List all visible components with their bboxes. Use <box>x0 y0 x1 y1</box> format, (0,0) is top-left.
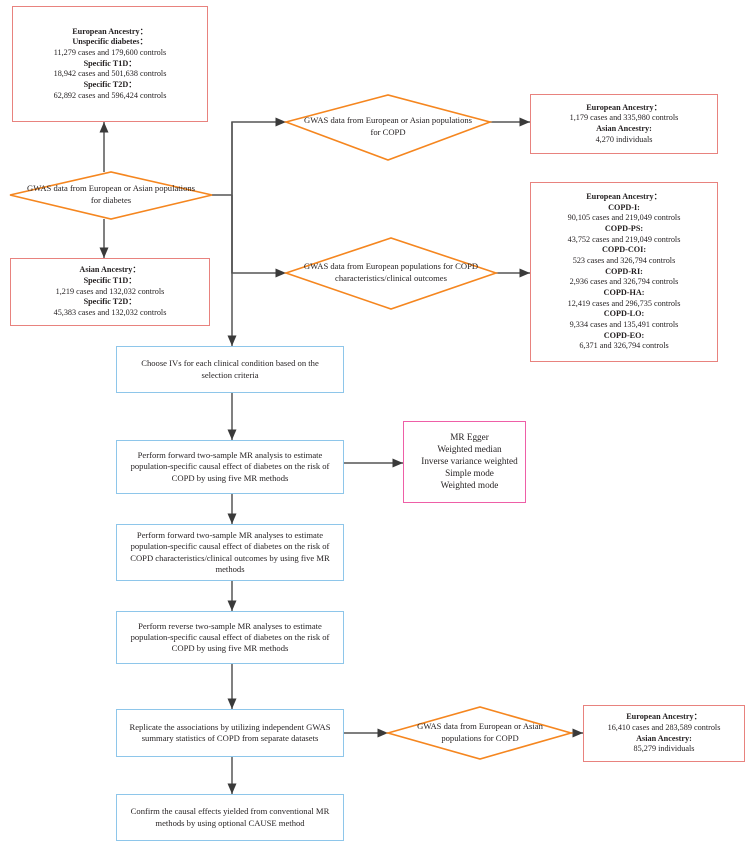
replication-counts-lines: European Ancestry：16,410 cases and 283,5… <box>584 712 744 755</box>
data-line: European Ancestry： <box>586 192 662 202</box>
data-line: 85,279 individuals <box>633 744 695 754</box>
data-line: European Ancestry： <box>586 102 662 112</box>
data-line: 16,410 cases and 283,589 controls <box>607 722 721 732</box>
choose-ivs-box: Choose IVs for each clinical condition b… <box>116 346 344 393</box>
reverse-mr-text: Perform reverse two-sample MR analyses t… <box>130 620 330 654</box>
data-line: European Ancestry： <box>72 26 148 36</box>
list-item: Weighted median <box>437 444 502 455</box>
diamond-characteristics-text: GWAS data from European populations for … <box>303 261 479 283</box>
copd-characteristics-counts-lines: European Ancestry：COPD-I:90,105 cases an… <box>531 192 717 352</box>
data-line: Asian Ancestry： <box>79 265 141 275</box>
copd-counts-box: European Ancestry：1,179 cases and 335,98… <box>530 94 718 154</box>
asian-diabetes-box: Asian Ancestry：Specific T1D：1,219 cases … <box>10 258 210 326</box>
diamond-characteristics-label: GWAS data from European populations for … <box>297 256 485 290</box>
data-line: 12,419 cases and 296,735 controls <box>567 298 681 308</box>
diamond-diabetes-label: GWAS data from European or Asian populat… <box>26 178 196 212</box>
data-line: 1,219 cases and 132,032 controls <box>55 286 165 296</box>
data-line: 4,270 individuals <box>595 134 653 144</box>
data-line: COPD-I: <box>608 202 640 212</box>
data-line: Specific T1D： <box>83 276 137 286</box>
data-line: European Ancestry： <box>626 712 702 722</box>
asian-diabetes-lines: Asian Ancestry：Specific T1D：1,219 cases … <box>11 265 209 318</box>
replicate-text: Replicate the associations by utilizing … <box>129 721 331 743</box>
list-item: Inverse variance weighted <box>421 456 518 467</box>
data-line: 43,752 cases and 219,049 controls <box>567 234 681 244</box>
data-line: 11,279 cases and 179,600 controls <box>53 48 167 58</box>
choose-ivs-text: Choose IVs for each clinical condition b… <box>141 358 319 380</box>
data-line: Unspecific diabetes： <box>72 37 148 47</box>
list-item: Simple mode <box>445 467 494 478</box>
data-line: 6,371 and 326,794 controls <box>579 341 669 351</box>
reverse-mr-box: Perform reverse two-sample MR analyses t… <box>116 611 344 664</box>
data-line: 90,105 cases and 219,049 controls <box>567 213 681 223</box>
data-line: 18,942 cases and 501,638 controls <box>53 69 167 79</box>
data-line: 62,892 cases and 596,424 controls <box>53 90 167 100</box>
data-line: COPD-COI: <box>601 245 647 255</box>
data-line: Specific T2D： <box>83 297 137 307</box>
data-line: Specific T2D： <box>83 79 137 89</box>
list-item: Weighted mode <box>440 479 499 490</box>
diamond-copd-text: GWAS data from European or Asian populat… <box>303 115 473 137</box>
confirm-cause-text: Confirm the causal effects yielded from … <box>130 806 330 828</box>
diamond-replication-label: GWAS data from European or Asian populat… <box>399 717 561 749</box>
forward-mr-characteristics-text: Perform forward two-sample MR analyses t… <box>130 530 330 574</box>
forward-mr-copd-text: Perform forward two-sample MR analysis t… <box>130 450 330 483</box>
data-line: Asian Ancestry: <box>636 733 692 743</box>
data-line: COPD-RI: <box>605 266 643 276</box>
data-line: 45,383 cases and 132,032 controls <box>53 307 167 317</box>
replication-counts-box: European Ancestry：16,410 cases and 283,5… <box>583 705 745 762</box>
data-line: 2,936 cases and 326,794 controls <box>569 277 679 287</box>
confirm-cause-box: Confirm the causal effects yielded from … <box>116 794 344 841</box>
data-line: COPD-LO: <box>603 309 645 319</box>
data-line: 9,334 cases and 135,491 controls <box>569 319 679 329</box>
replicate-box: Replicate the associations by utilizing … <box>116 709 344 757</box>
data-line: Specific T1D： <box>83 58 137 68</box>
diamond-replication-text: GWAS data from European or Asian populat… <box>417 721 543 743</box>
data-line: 523 cases and 326,794 controls <box>572 256 676 266</box>
data-line: COPD-PS: <box>604 224 644 234</box>
copd-counts-lines: European Ancestry：1,179 cases and 335,98… <box>531 103 717 146</box>
european-diabetes-lines: European Ancestry：Unspecific diabetes：11… <box>13 27 207 102</box>
data-line: 1,179 cases and 335,980 controls <box>569 113 679 123</box>
data-line: COPD-HA: <box>603 287 645 297</box>
data-line: COPD-EO: <box>603 330 645 340</box>
diamond-diabetes-text: GWAS data from European or Asian populat… <box>26 183 196 205</box>
data-line: Asian Ancestry: <box>596 124 652 133</box>
forward-mr-copd-box: Perform forward two-sample MR analysis t… <box>116 440 344 494</box>
forward-mr-characteristics-box: Perform forward two-sample MR analyses t… <box>116 524 344 581</box>
list-item: MR Egger <box>450 432 489 443</box>
copd-characteristics-counts-box: European Ancestry：COPD-I:90,105 cases an… <box>530 182 718 362</box>
european-diabetes-box: European Ancestry：Unspecific diabetes：11… <box>12 6 208 122</box>
diamond-copd-label: GWAS data from European or Asian populat… <box>303 110 473 144</box>
